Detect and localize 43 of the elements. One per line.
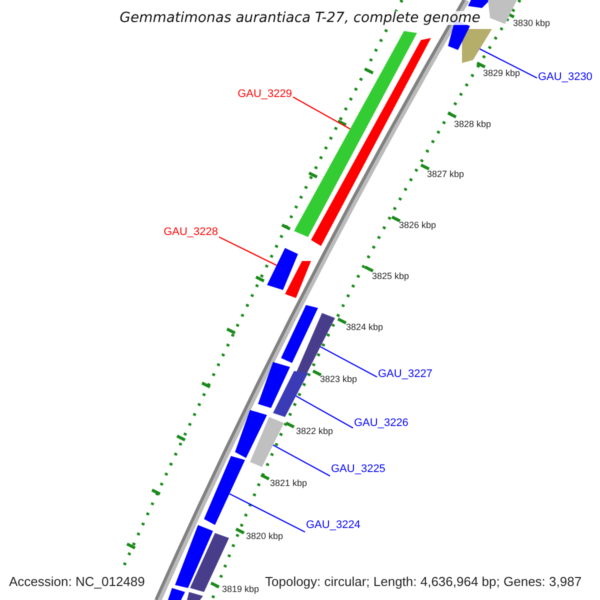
gene-bar [258,362,290,408]
gene-bar [235,410,267,458]
gene-bar [462,29,492,63]
tick-label: 3820 kbp [246,532,284,541]
gene-bar [168,588,185,600]
tick-label: 3828 kbp [454,120,492,129]
tick-label: 3821 kbp [270,479,308,488]
gene-bar [250,417,284,467]
tick-label: 3830 kbp [513,19,550,28]
gene-bar [281,305,318,363]
tick-label: 3827 kbp [427,170,464,179]
leader-line [480,48,538,79]
leader-line [296,395,354,429]
gene-label: GAU_3228 [164,227,218,238]
gene-bar [175,525,213,588]
gene-bar [204,456,245,525]
gene-label: GAU_3225 [331,464,386,475]
gene-label: GAU_3229 [238,89,292,100]
info-text: Accession: NC_012489 [9,575,145,588]
tick-label: 3823 kbp [320,375,358,384]
leader-line [320,346,378,378]
gene-bar [294,31,417,237]
gene-label: GAU_3224 [306,520,360,531]
tick-label: 3822 kbp [296,427,334,436]
leader-line [292,96,350,130]
gene-label: GAU_3230 [538,72,592,83]
leader-line [272,444,330,477]
tick-label: 3825 kbp [372,272,410,281]
leader-line [218,236,277,266]
info-text: Topology: circular; Length: 4,636,964 bp; Genes: 3,987 [265,575,582,588]
gene-bar [296,313,335,375]
title: Gemmatimonas aurantiaca T-27, complete genome [120,11,480,25]
tick-label: 3824 kbp [346,323,384,332]
gene-bar [273,371,308,417]
gene-label: GAU_3226 [354,418,408,429]
gene-bar [285,261,311,298]
leader-line [229,493,306,533]
gene-label: GAU_3227 [378,369,432,380]
gene-bar [468,0,490,8]
tick-label: 3829 kbp [483,69,520,78]
tick-label: 3826 kbp [399,221,436,230]
gene-bar [267,248,298,290]
tick-label: 3819 kbp [222,585,260,594]
